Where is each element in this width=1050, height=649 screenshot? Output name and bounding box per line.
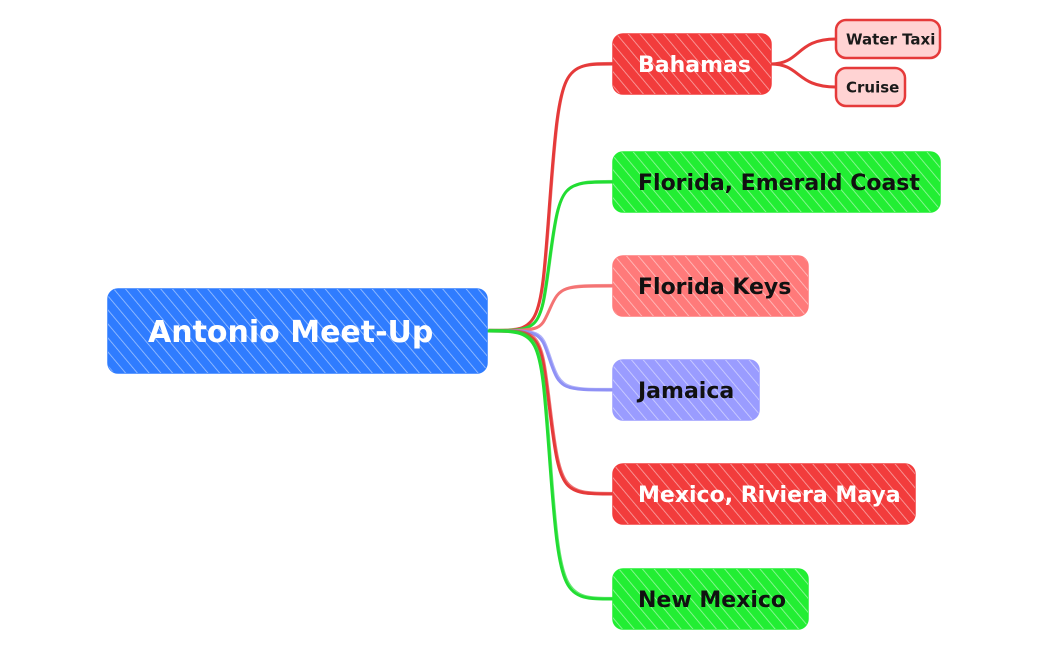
subtopic-water-taxi-label: Water Taxi <box>846 30 935 48</box>
central-topic-label: Antonio Meet-Up <box>148 315 433 350</box>
topic-new-mexico[interactable]: New Mexico <box>612 568 809 630</box>
topic-bahamas-hatch <box>613 34 771 94</box>
topic-florida-emerald-coast-label: Florida, Emerald Coast <box>638 171 920 196</box>
central-topic-hatch <box>108 289 487 373</box>
connector-cruise <box>769 62 838 89</box>
connector-sketch-new-mexico <box>488 328 615 599</box>
topic-new-mexico-label: New Mexico <box>638 588 786 613</box>
connector-sketch-jamaica <box>488 328 615 390</box>
connector-sketch-florida-keys <box>488 283 615 331</box>
connector-water-taxi <box>769 37 838 66</box>
topic-mexico-riviera-maya[interactable]: Mexico, Riviera Maya <box>612 463 916 525</box>
connector-sketch-mexico-riviera-maya <box>488 328 615 494</box>
topic-florida-emerald-coast-hatch <box>613 152 940 212</box>
topic-florida-keys[interactable]: Florida Keys <box>612 255 809 317</box>
topic-new-mexico-hatch <box>613 569 808 629</box>
topic-jamaica-label: Jamaica <box>636 379 734 404</box>
connector-sketch-bahamas <box>488 61 615 331</box>
connector-florida-keys <box>485 284 615 333</box>
topic-nodes: Antonio Meet-Up Bahamas Water TaxiCruiseFl… <box>107 18 942 630</box>
topic-florida-keys-label: Florida Keys <box>638 275 791 300</box>
subtopic-cruise[interactable]: Cruise <box>834 66 907 108</box>
connector-sketch-florida-emerald-coast <box>488 179 615 331</box>
subtopic-cruise-box <box>834 66 907 108</box>
subtopic-cruise-label: Cruise <box>846 78 899 96</box>
connector-jamaica <box>485 329 615 392</box>
subtopic-water-taxi-box <box>834 18 942 60</box>
topic-jamaica-hatch <box>613 360 759 420</box>
topic-bahamas-label: Bahamas <box>638 53 751 78</box>
connector-bahamas <box>485 62 615 333</box>
subtopic-water-taxi[interactable]: Water Taxi <box>834 18 942 60</box>
topic-mexico-riviera-maya-label: Mexico, Riviera Maya <box>638 483 901 508</box>
connector-lines <box>485 37 838 601</box>
central-topic[interactable]: Antonio Meet-Up <box>107 288 488 374</box>
topic-florida-keys-hatch <box>613 256 808 316</box>
topic-bahamas[interactable]: Bahamas <box>612 33 772 95</box>
topic-jamaica[interactable]: Jamaica <box>612 359 760 421</box>
connector-new-mexico <box>485 329 615 601</box>
topic-florida-emerald-coast[interactable]: Florida, Emerald Coast <box>612 151 941 213</box>
topic-mexico-riviera-maya-hatch <box>613 464 915 524</box>
